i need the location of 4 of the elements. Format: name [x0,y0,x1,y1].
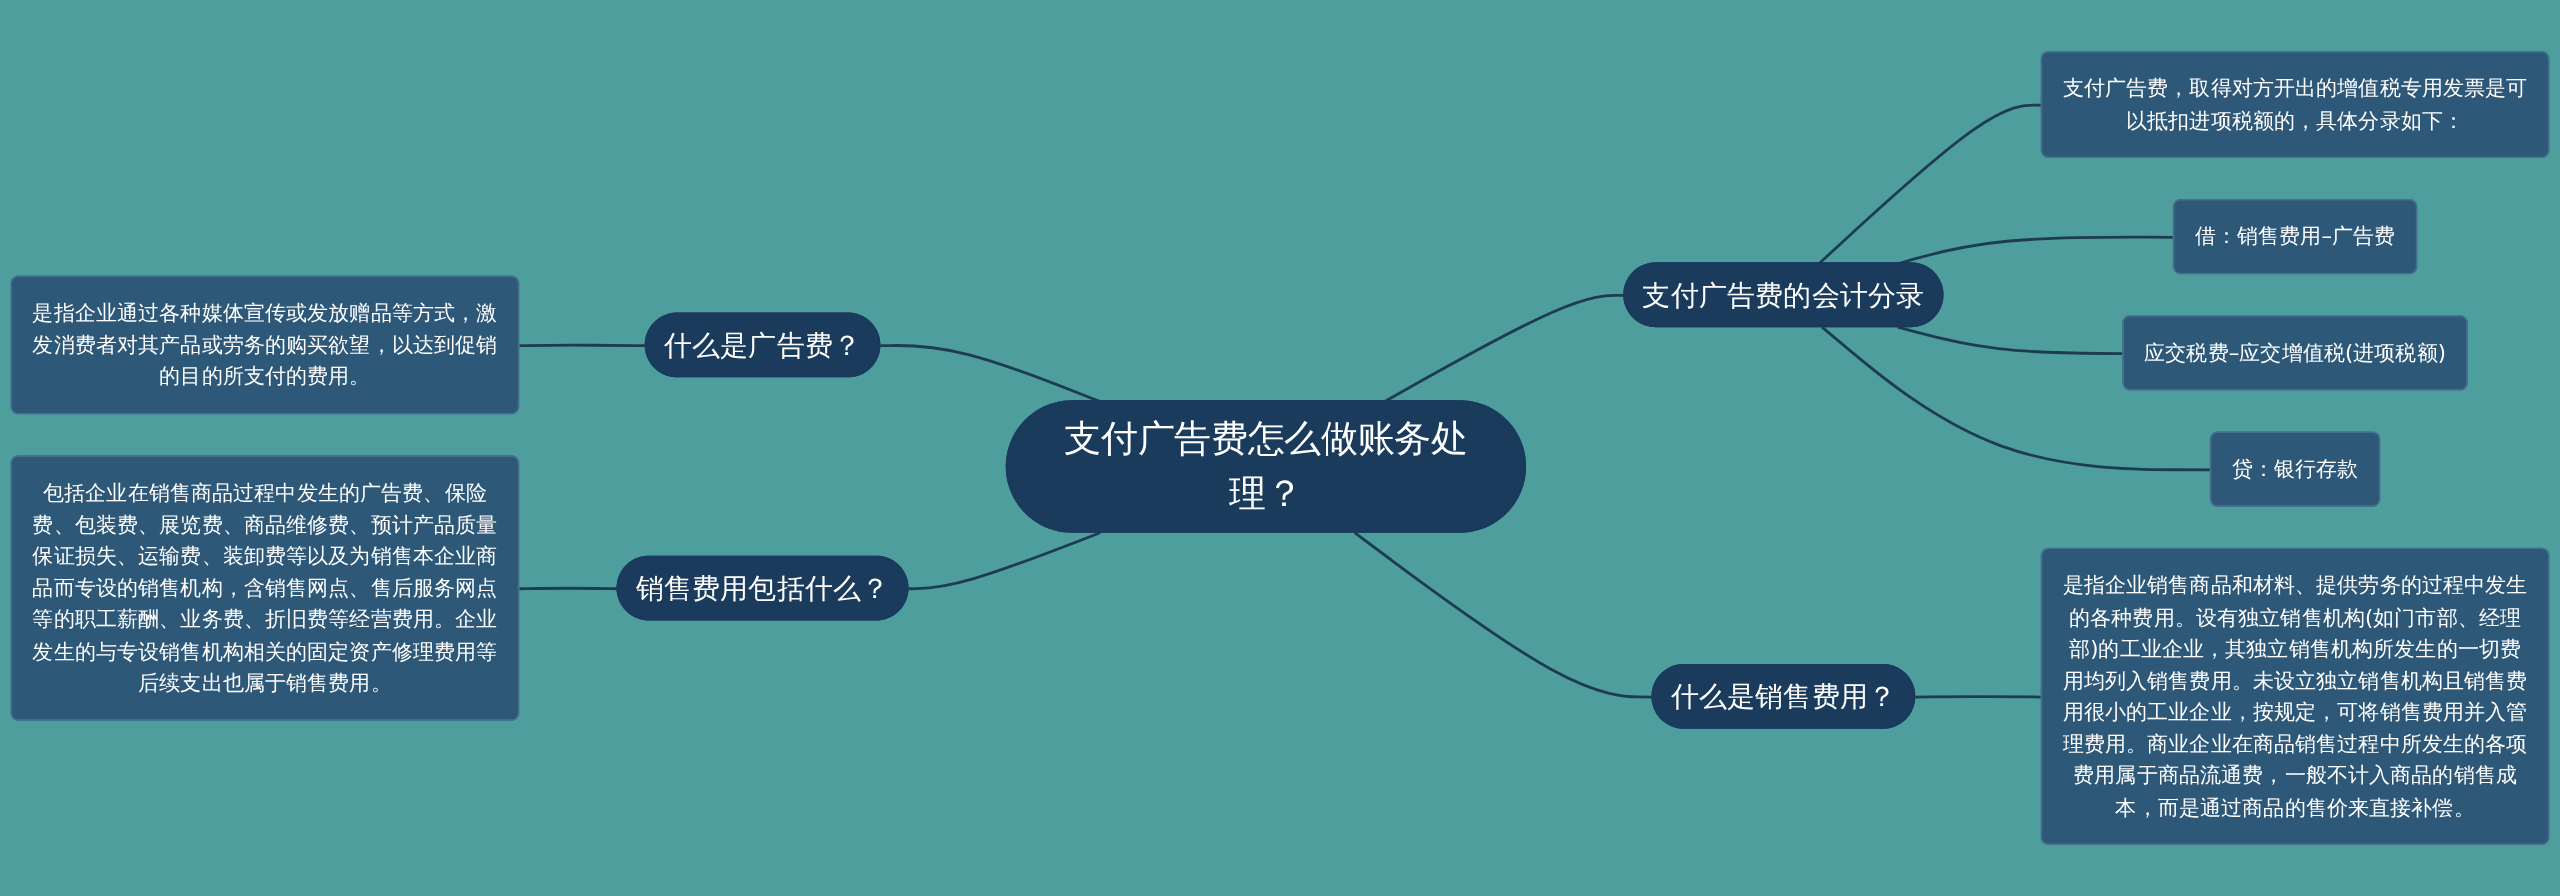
connector [519,586,618,591]
connector [1353,531,1653,699]
connector [908,531,1101,591]
connector [1897,325,2124,355]
